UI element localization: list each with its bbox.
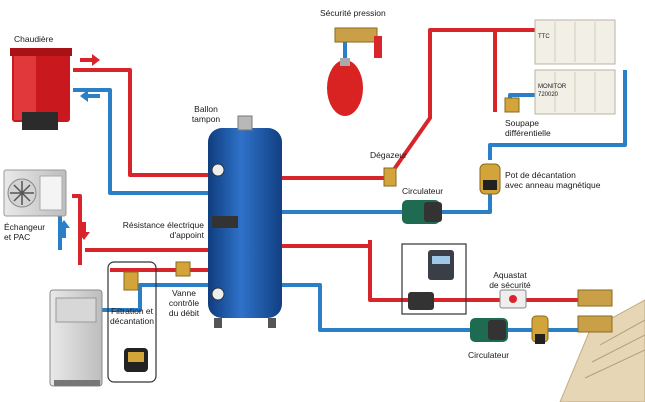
radiators: [534, 19, 616, 115]
exchanger-cabinet: [49, 289, 103, 387]
label-resistance-line2: d'appoint: [169, 230, 204, 240]
control-box: [401, 243, 467, 315]
hot-pipes: [72, 28, 610, 302]
label-circulateur-top: Circulateur: [402, 186, 444, 196]
heat-pump-unit: [3, 169, 67, 217]
boiler: [10, 48, 72, 130]
aquastat: [499, 289, 527, 309]
expansion-vessel: [327, 27, 382, 116]
label-circulateur-bottom: Circulateur: [468, 350, 510, 360]
label-soupape-line2: différentielle: [505, 128, 551, 138]
label-pot-line1: Pot de décantation: [505, 170, 576, 180]
label-aquastat-line1: Aquastat: [493, 270, 527, 280]
label-ballon-tampon-line1: Ballon: [194, 104, 218, 114]
label-ballon-tampon-line2: tampon: [191, 114, 221, 124]
differential-valve: [504, 97, 520, 113]
label-soupape-line1: Soupape: [505, 118, 540, 128]
label-echangeur-line2: et PAC: [4, 232, 31, 242]
label-chaudiere: Chaudière: [14, 34, 54, 44]
label-filtration-line2: décantation: [110, 316, 154, 326]
sediment-pot: [479, 163, 501, 195]
filtration-unit: [107, 261, 157, 383]
label-resistance-line1: Résistance électrique: [122, 220, 204, 230]
circulator-bottom: [470, 318, 508, 342]
label-degazeur: Dégazeur: [370, 150, 407, 160]
buffer-tank: [208, 115, 282, 328]
label-radiator-bottom-2: 720020: [538, 92, 559, 98]
label-radiator-bottom-1: MONITOR: [538, 84, 567, 90]
label-pot-line2: avec anneau magnétique: [505, 180, 601, 190]
label-aquastat-line2: de sécurité: [489, 280, 531, 290]
label-echangeur-line1: Échangeur: [4, 222, 46, 232]
flow-control-valve: [175, 261, 191, 277]
label-filtration-line1: Filtration et: [110, 306, 154, 316]
circulator-top: [402, 200, 442, 224]
label-securite-pression: Sécurité pression: [320, 8, 386, 18]
label-vanne-line2: contrôle: [168, 298, 200, 308]
floor-heating: [559, 289, 645, 402]
label-vanne-line3: du débit: [168, 308, 200, 318]
flow-arrows: [58, 54, 100, 240]
filter-right: [531, 315, 549, 344]
label-radiator-top: TTC: [538, 34, 550, 40]
label-vanne-line1: Vanne: [172, 288, 196, 298]
degasser: [383, 167, 397, 187]
